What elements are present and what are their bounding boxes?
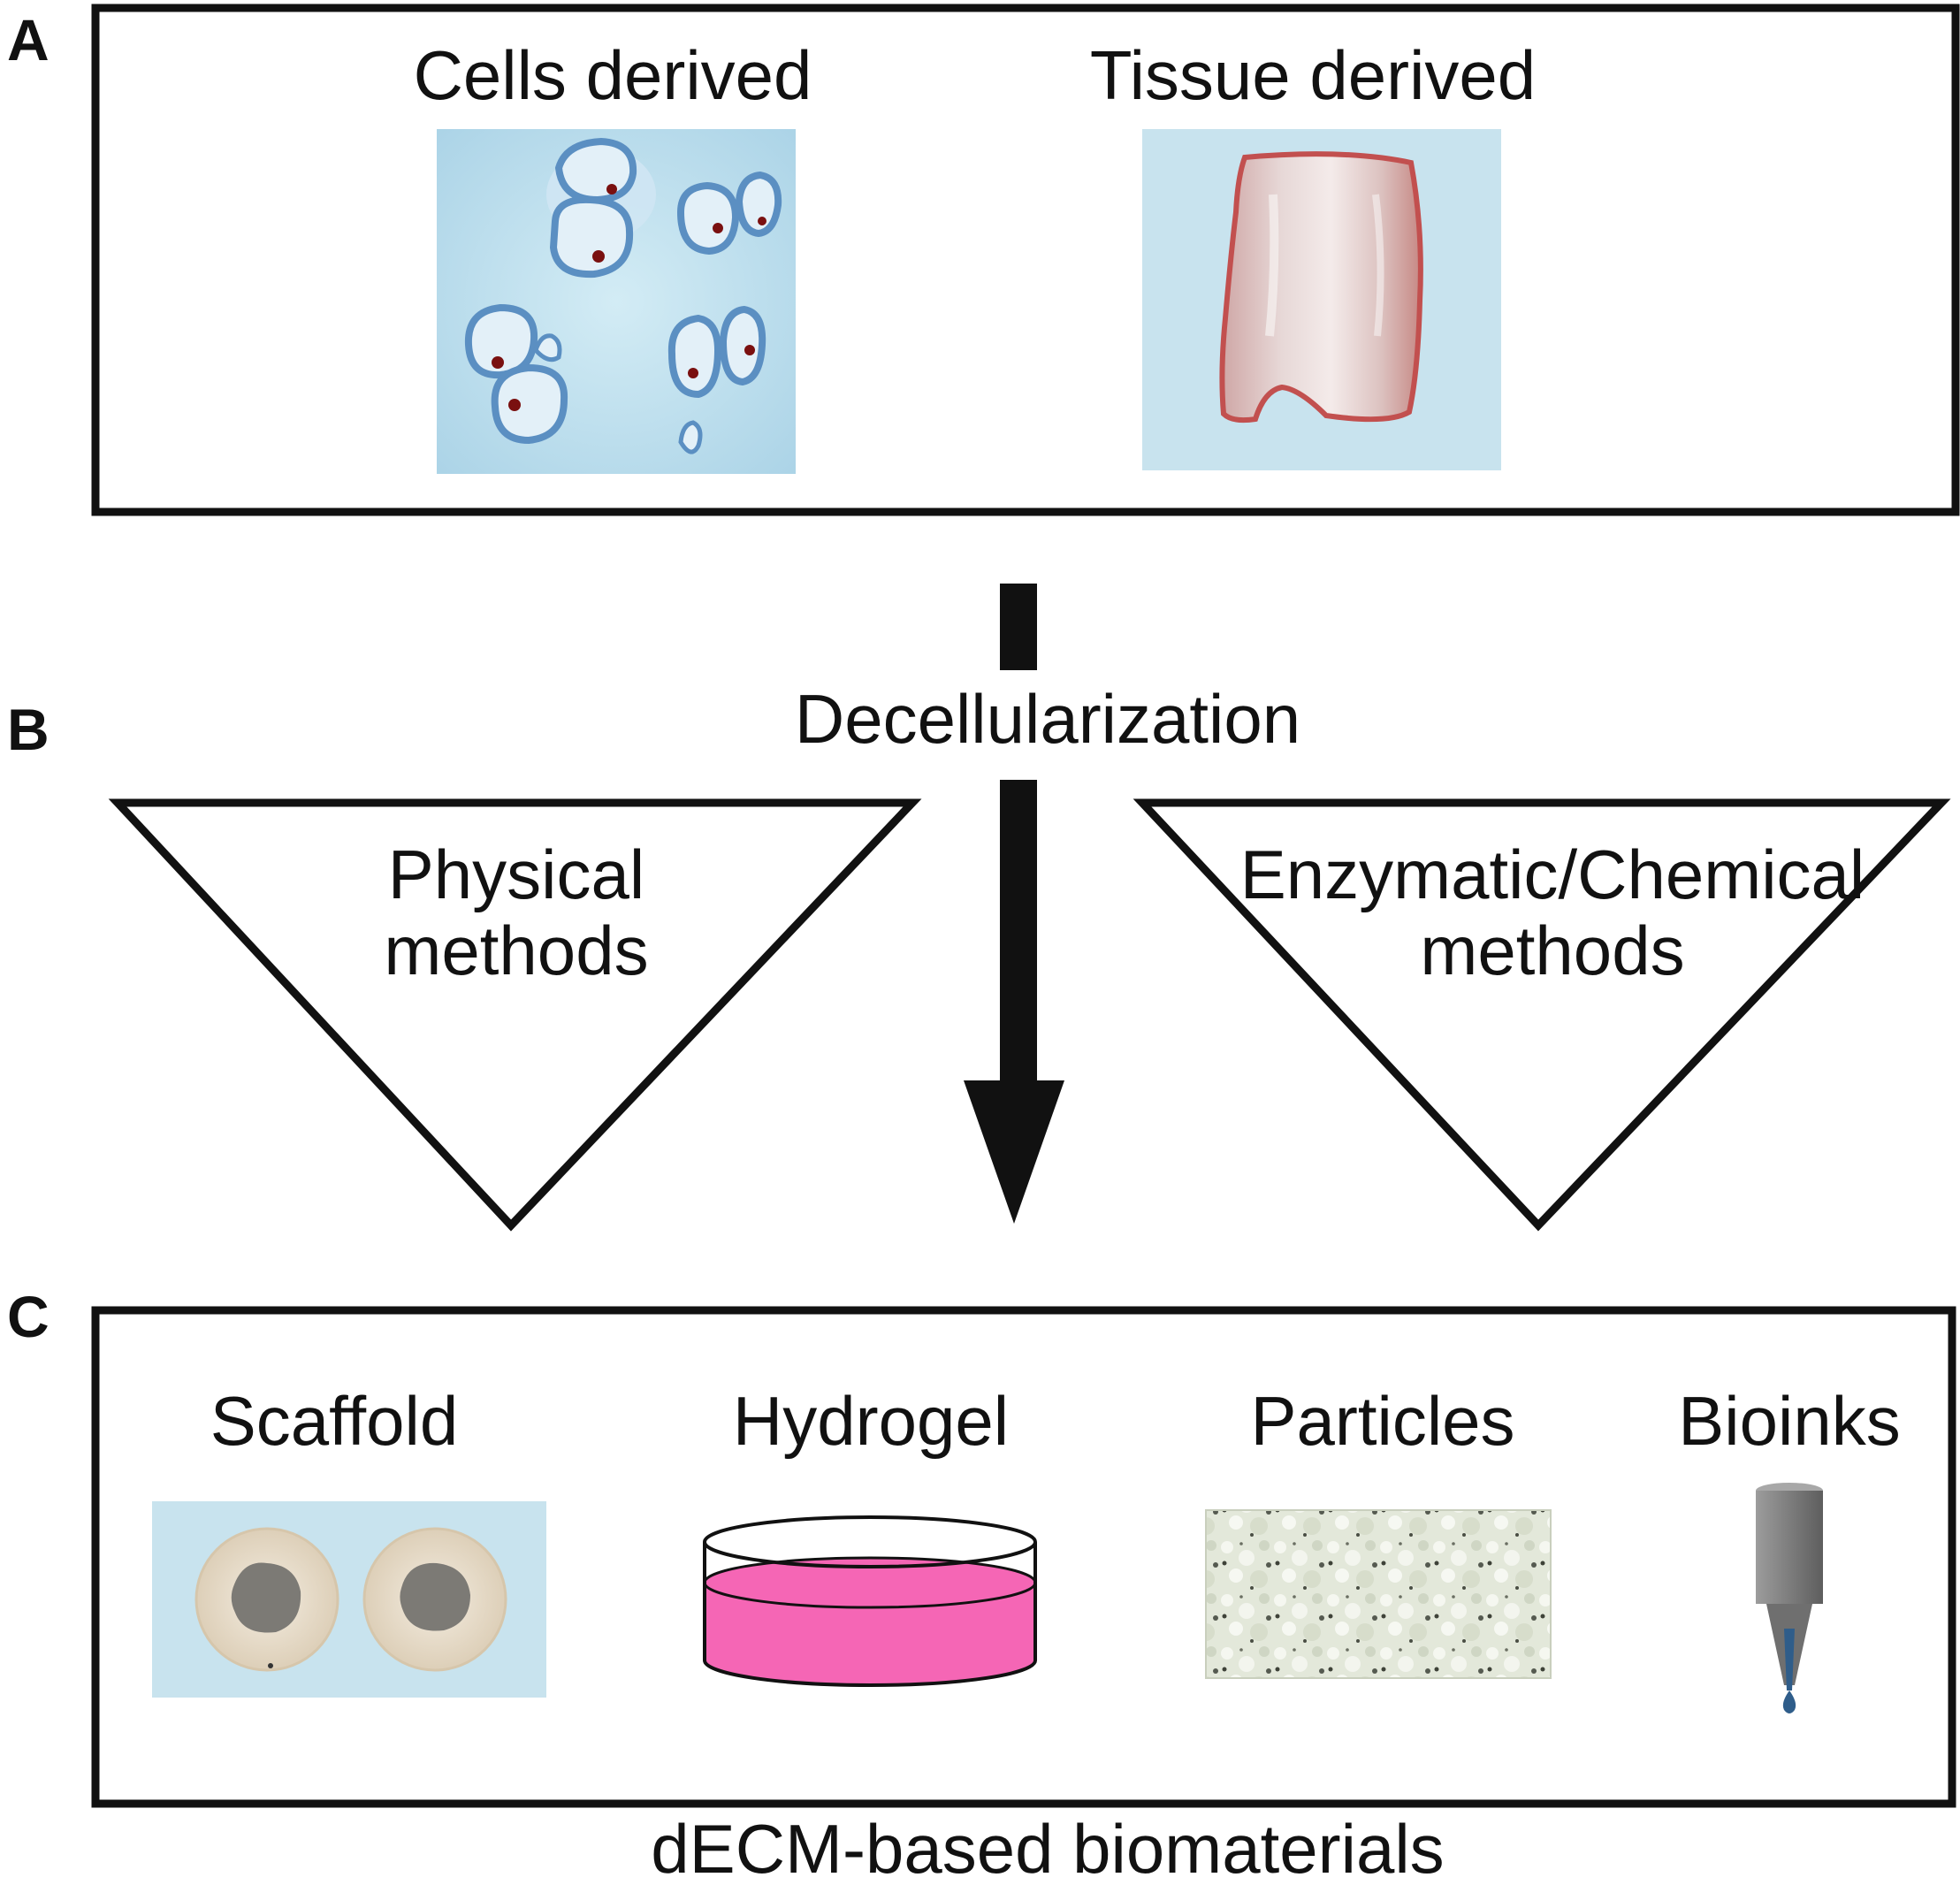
physical-methods-triangle bbox=[108, 798, 922, 1232]
scaffold-label: Scaffold bbox=[210, 1382, 458, 1460]
arrow-head bbox=[964, 1080, 1064, 1224]
decellularization-label: Decellularization bbox=[795, 680, 1300, 758]
dECM-biomaterials-caption: dECM-based biomaterials bbox=[651, 1810, 1444, 1885]
enzymatic-methods-line1: Enzymatic/Chemical bbox=[1240, 836, 1865, 913]
tissue-photo bbox=[1142, 129, 1501, 470]
bioink-nozzle-icon bbox=[1756, 1483, 1823, 1713]
scaffold-photo bbox=[152, 1501, 546, 1698]
cells-illustration bbox=[437, 129, 796, 474]
bioinks-label: Bioinks bbox=[1678, 1382, 1900, 1460]
tissue-derived-label: Tissue derived bbox=[1090, 36, 1536, 114]
panel-c-frame bbox=[91, 1306, 1956, 1808]
hydrogel-label: Hydrogel bbox=[733, 1382, 1009, 1460]
enzymatic-chemical-triangle bbox=[1133, 798, 1951, 1232]
arrow-shaft-upper bbox=[1000, 584, 1037, 670]
panel-letter-b: B bbox=[7, 697, 50, 762]
cells-derived-label: Cells derived bbox=[414, 36, 812, 114]
enzymatic-methods-line2: methods bbox=[1420, 912, 1684, 989]
panel-letter-a: A bbox=[7, 7, 50, 72]
particles-label: Particles bbox=[1250, 1382, 1514, 1460]
hydrogel-dish bbox=[703, 1515, 1037, 1687]
physical-methods-line1: Physical bbox=[388, 836, 644, 913]
arrow-shaft-lower bbox=[1000, 780, 1037, 1080]
panel-a-frame bbox=[91, 4, 1960, 516]
panel-letter-c: C bbox=[7, 1284, 50, 1349]
physical-methods-line2: methods bbox=[384, 912, 648, 989]
particles-photo bbox=[1205, 1509, 1552, 1679]
